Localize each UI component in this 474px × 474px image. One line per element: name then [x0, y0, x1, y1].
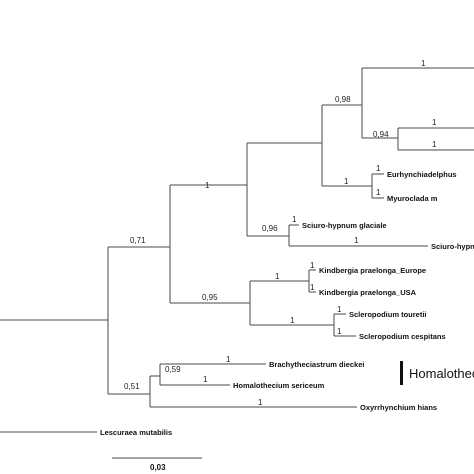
support-label: 1 — [344, 177, 349, 186]
support-values: 0,71 0,51 1 0,95 0,98 0,96 1 0,94 1 1 1 … — [124, 59, 437, 407]
tree-branches — [0, 67, 474, 459]
taxon-label-kindbergia-europe: Kindbergia praelonga_Europe — [319, 266, 426, 275]
support-label: 0,94 — [373, 130, 389, 139]
support-label: 0,96 — [262, 224, 278, 233]
taxon-label-lescuraea: Lescuraea mutabilis — [100, 428, 172, 437]
support-label: 1 — [337, 327, 342, 336]
support-label: 1 — [354, 236, 359, 245]
taxon-label-sciuro-hypnum: Sciuro-hypn — [431, 242, 474, 251]
support-label: 0,59 — [165, 365, 181, 374]
taxon-label-brachytheciastrum: Brachytheciastrum dieckei — [269, 360, 364, 369]
clade-bar — [400, 361, 403, 385]
support-label: 1 — [226, 355, 231, 364]
support-label: 1 — [258, 398, 263, 407]
taxon-label-scleropodium-cespitans: Scleropodium cespitans — [359, 332, 446, 341]
scale-bar-label: 0,03 — [150, 463, 166, 472]
support-label: 0,51 — [124, 382, 140, 391]
clade-label: Homalothec — [409, 366, 474, 381]
support-label: 1 — [275, 272, 280, 281]
support-label: 1 — [376, 164, 381, 173]
support-label: 1 — [432, 140, 437, 149]
support-label: 1 — [203, 375, 208, 384]
support-label: 0,95 — [202, 293, 218, 302]
support-label: 0,98 — [335, 95, 351, 104]
support-label: 1 — [290, 316, 295, 325]
support-label: 1 — [310, 283, 315, 292]
support-label: 1 — [337, 305, 342, 314]
taxon-label-homalothecium: Homalothecium sericeum — [233, 381, 325, 390]
clade-annotation: Homalothec — [400, 361, 474, 385]
support-label: 1 — [432, 118, 437, 127]
support-label: 1 — [205, 181, 210, 190]
taxon-label-myuroclada: Myuroclada m — [387, 194, 438, 203]
taxon-label-kindbergia-usa: Kindbergia praelonga_USA — [319, 288, 417, 297]
support-label: 1 — [421, 59, 426, 68]
support-label: 1 — [310, 261, 315, 270]
taxon-labels: Eurhynchiadelphus Myuroclada m Sciuro-hy… — [100, 170, 474, 437]
support-label: 1 — [292, 215, 297, 224]
taxon-label-oxyrrhynchium: Oxyrrhynchium hians — [360, 403, 437, 412]
taxon-label-eurhynchiadelphus: Eurhynchiadelphus — [387, 170, 457, 179]
taxon-label-scleropodium-touretii: Scleropodium touretii — [349, 310, 427, 319]
support-label: 1 — [376, 188, 381, 197]
taxon-label-sciuro-hypnum-glaciale: Sciuro-hypnum glaciale — [302, 221, 387, 230]
support-label: 0,71 — [130, 236, 146, 245]
